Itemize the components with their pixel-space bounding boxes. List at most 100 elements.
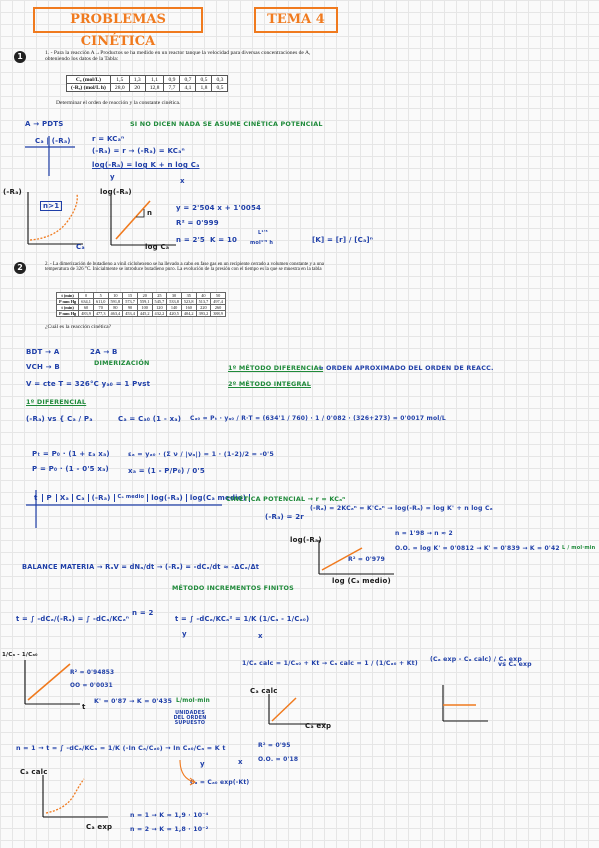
p2-rate-vs: (-Rₐ) vs { Cₐ / Pₐ <box>26 415 93 423</box>
table-cell: 477,3 <box>92 310 109 317</box>
p2-n1-r2: R² = 0'95 <box>258 742 291 749</box>
p2-integral2: t = ∫ -dCₐ/KCₐ² = 1/K (1/Cₐ - 1/Cₐ₀) <box>175 615 310 623</box>
p2-res1: n = 1 → K = 1,9 · 10⁻⁴ <box>130 812 209 819</box>
p2-graph-4 <box>268 694 326 725</box>
p1-g2-axis-x: log Cₐ <box>145 243 170 251</box>
page-title-text: PROBLEMAS CINÉTICA <box>70 12 166 49</box>
p1-n-val: n = 2'5 <box>176 236 206 244</box>
table-cell: 453,4 <box>122 310 138 317</box>
p2-p-eq: P = P₀ · (1 - 0'5 xₐ) <box>32 465 109 473</box>
p2-g3-k: K' = 0'87 → K = 0'435 <box>94 698 173 705</box>
col-header: P <box>43 494 57 502</box>
p1-reaction: A → PDTS <box>25 120 64 128</box>
page-title: PROBLEMAS CINÉTICA <box>33 7 203 49</box>
p2-g3-r2: R² = 0'94853 <box>70 670 115 676</box>
p2-xa-eq: xₐ = (1 - P/P₀) / 0'5 <box>128 467 205 475</box>
p2-n1-y: y <box>200 760 205 768</box>
p2-g4-axis-x: Cₐ exp <box>305 722 332 730</box>
table-cell: 0,5 <box>195 75 213 84</box>
p2-metodo1-arrow: → ORDEN APROXIMADO DEL ORDEN DE REACC. <box>318 364 494 372</box>
table-row-label: P mm Hg <box>55 298 80 305</box>
p2-err-eq: (Cₐ exp - Cₐ calc) / Cₐ exp <box>430 656 522 663</box>
table-cell: 404,2 <box>180 310 197 317</box>
table-cell: 1,8 <box>195 83 213 92</box>
table-cell: 388,9 <box>210 310 226 317</box>
p2-n1-x: x <box>238 758 243 766</box>
problem-2-statement: 2. - La dimerización de butadieno a vini… <box>45 262 324 272</box>
p2-sub1: 1º DIFERENCIAL <box>26 398 87 406</box>
p1-box-label: n>1 <box>40 201 63 211</box>
table-row-label: P mm Hg <box>55 310 80 317</box>
table-cell: 523,8 <box>180 298 197 305</box>
p2-col-headers: t P Xₐ Cₐ (-Rₐ) Cₐ medio log(-Rₐ) log(Cₐ… <box>30 494 251 502</box>
p1-graph-1 <box>27 192 83 245</box>
p2-brace-eq: (-Rₐ) = 2KCₐⁿ = K'Cₐⁿ → log(-Rₐ) = log K… <box>310 505 493 512</box>
p2-dimer-label: DIMERIZACIÓN <box>94 359 150 367</box>
problem-1-number: 1 <box>14 51 26 63</box>
table-cell: 7,7 <box>163 83 181 92</box>
p1-g1-axis-y: (-Rₐ) <box>3 188 22 196</box>
table-cell: 12,8 <box>144 83 165 92</box>
table-cell: 463,4 <box>107 310 124 317</box>
p2-n1: n = 1 → t = ∫ -dCₐ/KCₐ = 1/K (-ln Cₐ/Cₐ₀… <box>16 744 226 752</box>
problem-1-table: Cₐ (mol/L) 1,5 1,3 1,1 0,9 0,7 0,5 0,3 (… <box>66 75 229 92</box>
p1-eq1: r = KCₐⁿ <box>92 135 125 143</box>
table-cell: 1,1 <box>144 75 165 84</box>
p1-col-headers: Cₐ | (-Rₐ) <box>35 137 71 145</box>
p1-fit: y = 2'504 x + 1'0054 <box>176 204 262 212</box>
p1-eq3-x: x <box>180 177 185 185</box>
p2-oo-units: L / mol·min <box>562 545 596 551</box>
table-cell: 20 <box>128 83 146 92</box>
table-cell: 483,9 <box>78 310 94 317</box>
col-header: log(-Rₐ) <box>148 494 187 502</box>
p2-pt-eq: Pₜ = P₀ · (1 + εₐ xₐ) <box>32 450 110 458</box>
p2-n1-oo: O.O. = 0'18 <box>258 756 299 763</box>
problem-2-number: 2 <box>14 262 26 274</box>
p1-g1-axis-x: Cₐ <box>76 243 85 251</box>
p2-balance: BALANCE MATERIA → RₐV = dNₐ/dt → (-Rₐ) =… <box>22 563 260 571</box>
p1-r2: R² = 0'999 <box>176 219 219 227</box>
p2-integral2-y: y <box>182 630 187 638</box>
p1-g2-axis-y: log(-Rₐ) <box>100 188 132 196</box>
table-header-ra: (-Rₐ) (mol/L h) <box>66 83 111 92</box>
p2-ca0-eq: Cₐ₀ = Pₜ · yₐ₀ / R·T = (634'1 / 760) · 1… <box>190 415 446 422</box>
table-cell: 445,2 <box>136 310 153 317</box>
p2-g3-axis-y: 1/Cₐ - 1/Cₐ₀ <box>2 652 38 658</box>
p2-bdt: BDT → A <box>26 348 60 356</box>
table-cell: 0,5 <box>211 83 229 92</box>
table-cell: 0,3 <box>211 75 229 84</box>
p2-vch: VCH → B <box>26 363 60 371</box>
col-header: Cₐ medio <box>115 494 149 502</box>
table-row: (-Rₐ) (mol/L h) 28,0 20 12,8 7,7 4,1 1,8… <box>66 83 229 92</box>
table-cell: 559,1 <box>136 298 153 305</box>
p2-graph-error <box>442 685 488 722</box>
p2-n-eq: n = 1'98 → n ≈ 2 <box>395 530 453 537</box>
p2-r2: R² = 0'979 <box>348 556 385 563</box>
p2-res2: n = 2 → K = 1,8 · 10⁻² <box>130 826 209 833</box>
p1-graph-2 <box>110 195 176 246</box>
p2-table-lines <box>26 490 222 528</box>
topic-title-text: TEMA 4 <box>267 12 325 27</box>
p2-n2: n = 2 <box>132 609 154 617</box>
p2-g3-oo: OO = 0'0031 <box>70 683 113 689</box>
p1-k-units-den: mol¹'⁵ h <box>250 240 274 246</box>
p1-eq2: (-Rₐ) = r → (-Rₐ) = KCₐⁿ <box>92 147 185 155</box>
p2-potencial: CINÉTICA POTENCIAL → r = KCₐⁿ <box>226 495 346 503</box>
p2-n1-ca: Cₐ = Cₐ₀ exp(-Kt) <box>190 779 250 786</box>
p2-graph-x-label: log (Cₐ medio) <box>332 577 391 585</box>
col-header: Xₐ <box>57 494 73 502</box>
table-row: Cₐ (mol/L) 1,5 1,3 1,1 0,9 0,7 0,5 0,3 <box>66 75 229 84</box>
problem-1-question: Determinar el orden de reacción y la con… <box>56 100 181 106</box>
p2-g5-axis-x: Cₐ exp <box>86 823 113 831</box>
p2-g3-k-units: L/mol·min <box>176 698 210 704</box>
p1-eq3: log(-Rₐ) = log K + n log Cₐ <box>92 161 200 169</box>
table-cell: 4,1 <box>179 83 197 92</box>
p2-n1-arrow <box>179 759 196 786</box>
p2-graph-loglog <box>318 540 394 575</box>
p2-integral2-x: x <box>258 632 263 640</box>
p2-g3-axis-x: t <box>82 703 86 711</box>
p2-oo-eq: O.O. = log K' = 0'0812 → K' = 0'839 → K … <box>395 545 560 552</box>
table-cell: 393,2 <box>195 310 212 317</box>
